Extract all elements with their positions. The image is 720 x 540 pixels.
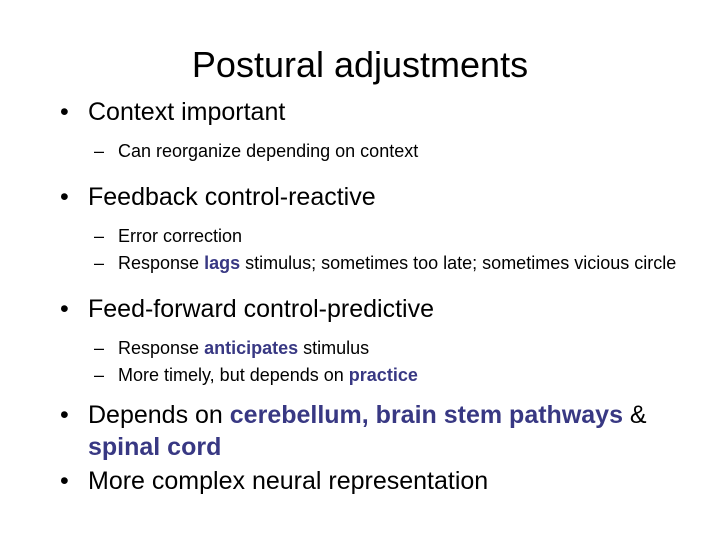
list-item-label: Depends on cerebellum, brain stem pathwa… [88, 401, 647, 461]
plain-text-run: stimulus [298, 338, 370, 358]
list-item-label: Feedback control-reactive [88, 183, 376, 211]
page-title: Postural adjustments [191, 44, 529, 85]
list-item-label: Can reorganize depending on context [118, 141, 419, 161]
plain-text-run: Response [118, 253, 205, 273]
highlighted-term: lags [204, 253, 241, 273]
plain-text-run: Response [118, 338, 205, 358]
list-item-label: Response lags stimulus; sometimes too la… [118, 253, 676, 273]
list-item: – Error correction [0, 224, 720, 249]
bullet-dot-icon: • [60, 295, 69, 323]
list-item: • More complex neural representation [0, 465, 720, 497]
list-item-label: More complex neural representation [88, 467, 489, 495]
plain-text-run: More timely, but depends on [118, 365, 349, 385]
bullet-dot-icon: • [60, 401, 69, 429]
list-item: • Context important [0, 96, 720, 128]
list-item-label: Context important [88, 98, 286, 126]
bullet-dash-icon: – [94, 253, 105, 273]
bullet-list: • Context important – Can reorganize dep… [0, 96, 720, 497]
highlighted-term: spinal cord [88, 433, 222, 461]
list-item-label: Response anticipates stimulus [118, 338, 369, 358]
plain-text-run: Depends on [88, 401, 230, 429]
plain-text-run: stimulus; sometimes too late; sometimes … [240, 253, 677, 273]
highlighted-term: cerebellum, brain stem pathways [229, 401, 623, 429]
highlighted-term: practice [348, 365, 418, 385]
list-item: – Response lags stimulus; sometimes too … [0, 251, 720, 276]
list-item: – Can reorganize depending on context [0, 139, 720, 164]
list-item: • Feed-forward control-predictive [0, 293, 720, 325]
bullet-dash-icon: – [94, 338, 105, 358]
bullet-dash-icon: – [94, 365, 105, 385]
list-item: • Depends on cerebellum, brain stem path… [0, 399, 720, 463]
highlighted-term: anticipates [204, 338, 299, 358]
bullet-dash-icon: – [94, 141, 105, 161]
list-item-label: Feed-forward control-predictive [88, 295, 434, 323]
bullet-dash-icon: – [94, 226, 105, 246]
bullet-dot-icon: • [60, 183, 69, 211]
list-item: – Response anticipates stimulus [0, 336, 720, 361]
bullet-dot-icon: • [60, 98, 69, 126]
list-item-label: More timely, but depends on practice [118, 365, 418, 385]
list-item-label: Error correction [118, 226, 243, 246]
bullet-dot-icon: • [60, 467, 69, 495]
list-item: • Feedback control-reactive [0, 181, 720, 213]
plain-text-run: & [622, 401, 647, 429]
list-item: – More timely, but depends on practice [0, 363, 720, 388]
